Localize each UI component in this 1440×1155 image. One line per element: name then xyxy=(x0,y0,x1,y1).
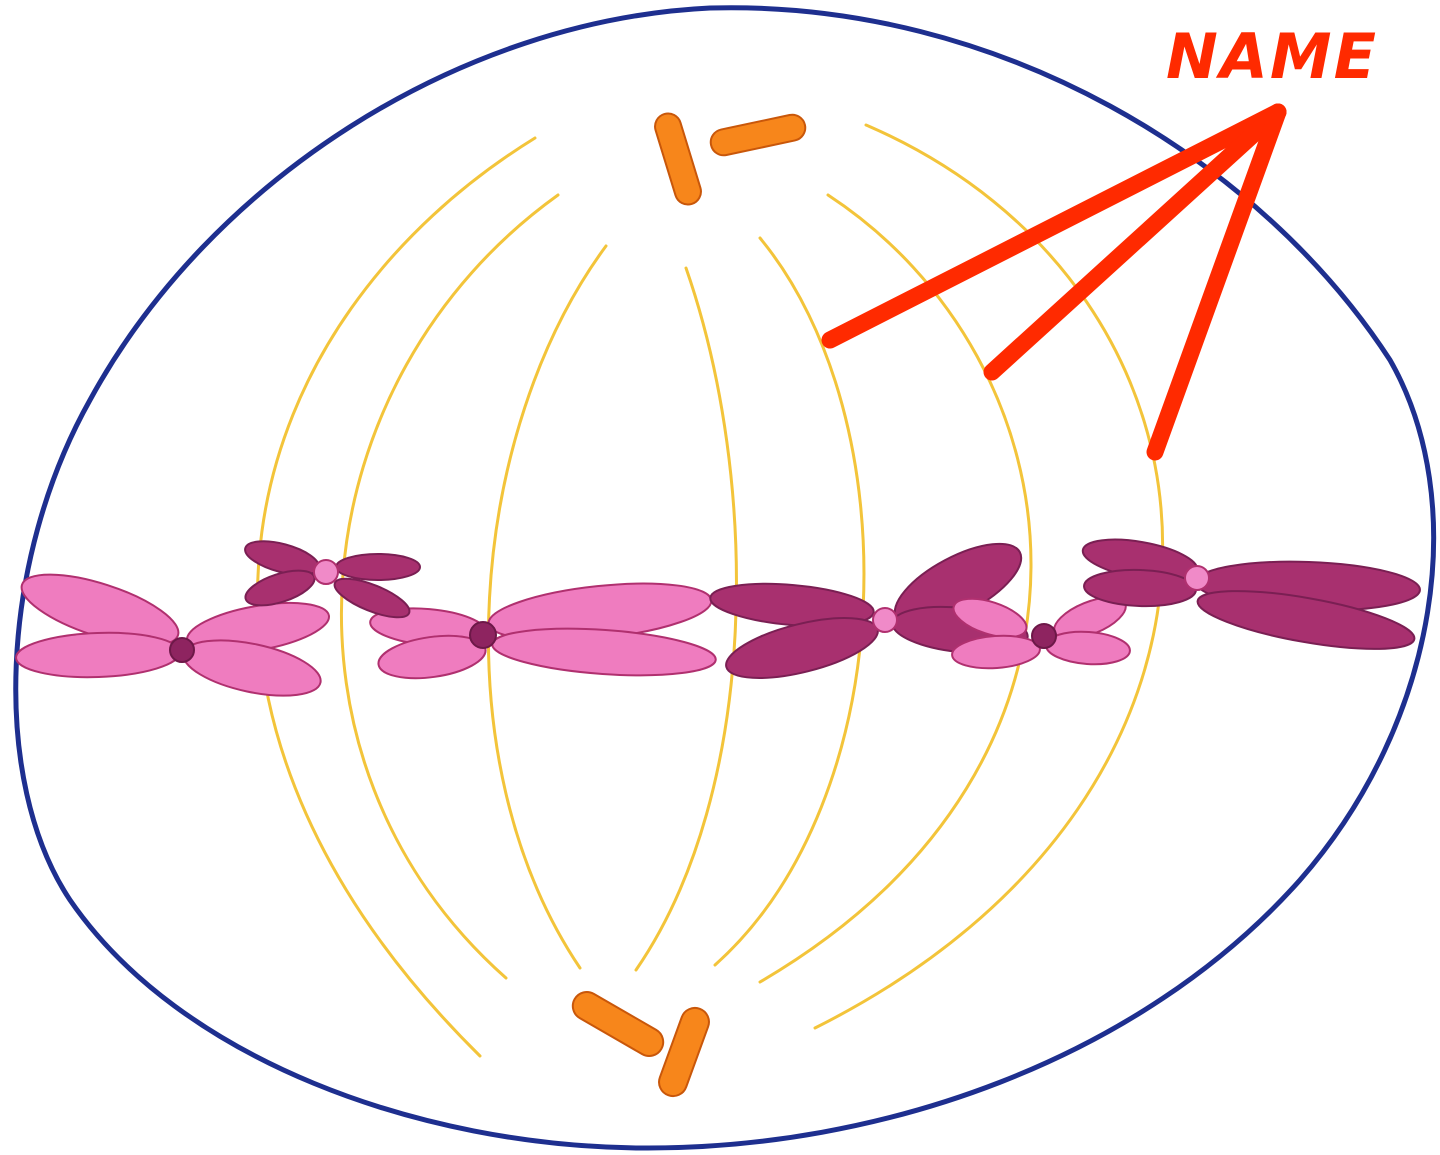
chromosome xyxy=(369,582,717,680)
chromosome xyxy=(1081,538,1421,650)
chromosome xyxy=(244,540,421,619)
spindle-fiber xyxy=(256,136,537,1058)
three-pronged-arrow-icon xyxy=(821,103,1287,461)
chromosome xyxy=(15,573,331,697)
annotation-label: NAME xyxy=(1166,20,1378,93)
spindle-fiber xyxy=(634,266,738,972)
spindle-fiber xyxy=(486,244,608,970)
centriole-bottom xyxy=(571,991,710,1098)
chromosome xyxy=(951,596,1131,670)
spindle-fibers xyxy=(256,123,1165,1058)
centriole-top xyxy=(654,112,807,206)
cell-membrane xyxy=(13,5,1437,1151)
